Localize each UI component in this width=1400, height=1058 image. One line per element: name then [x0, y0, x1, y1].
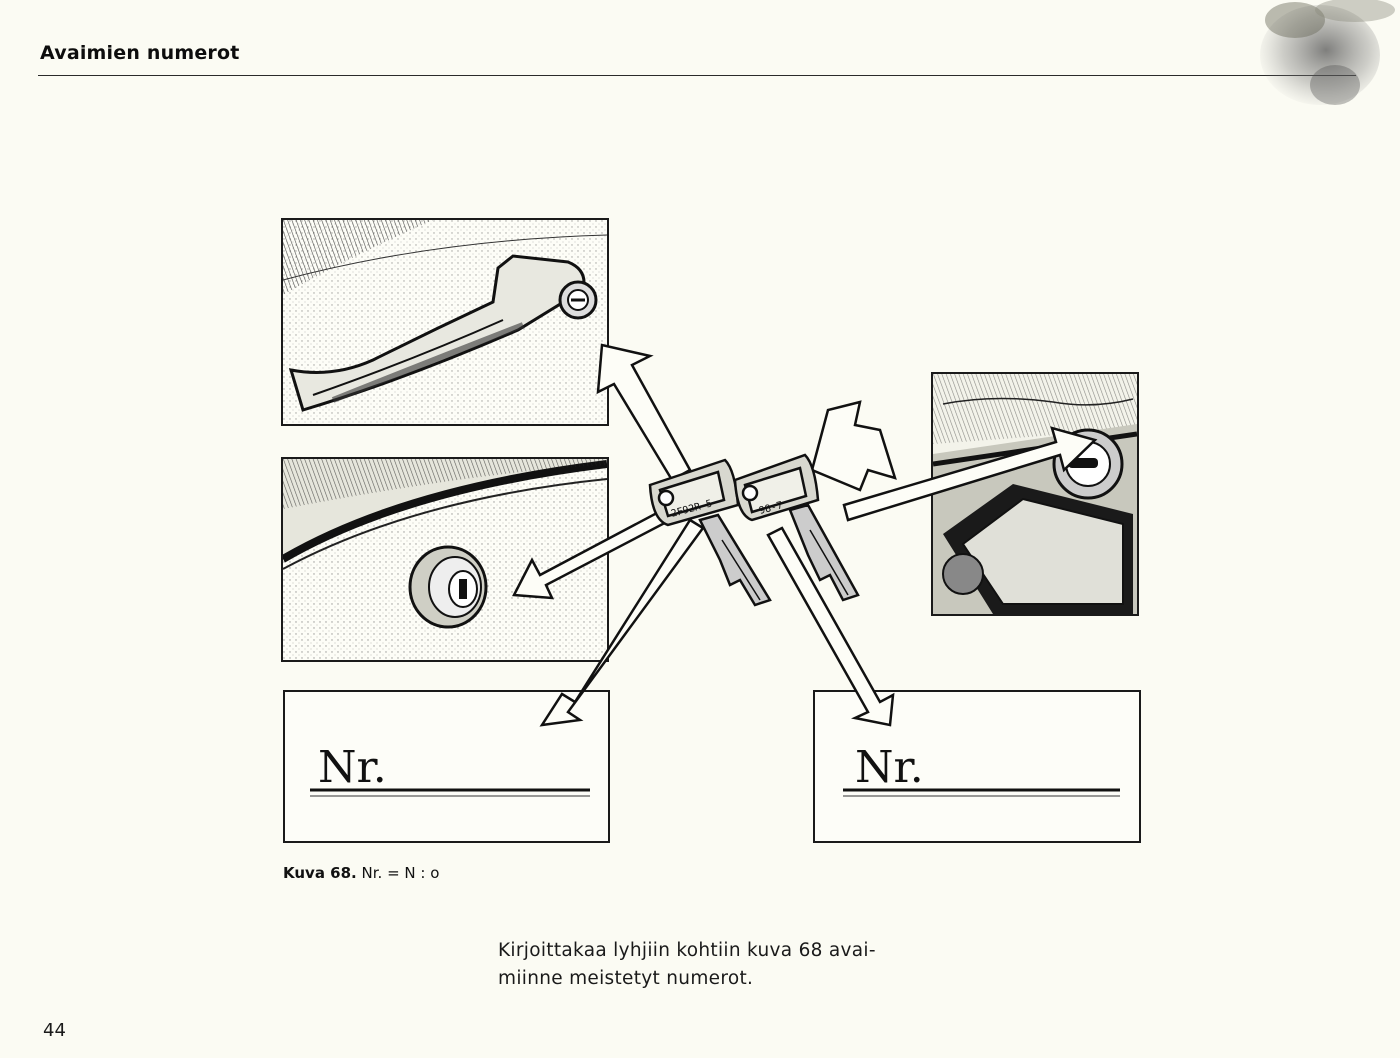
arrow-to-left-nr-box — [539, 518, 705, 727]
page-number: 44 — [43, 1020, 66, 1041]
instruction-text: Kirjoittakaa lyhjiin kohtiin kuva 68 ava… — [498, 937, 928, 993]
header-rule — [38, 75, 1356, 76]
arrow-to-round-lock — [512, 503, 682, 600]
nr-label-right: Nr. — [855, 742, 924, 793]
indicator-block-arrow — [810, 400, 897, 492]
key-left — [648, 458, 772, 607]
arrow-to-right-nr-box — [766, 526, 895, 727]
door-handle-illustration — [281, 218, 609, 426]
figure-number: Kuva 68. — [283, 864, 357, 882]
arrow-to-door-handle — [596, 343, 692, 482]
nr-label-left: Nr. — [318, 742, 387, 793]
instruction-line-2: miinne meistetyt numerot. — [498, 968, 754, 989]
paper-stain — [1260, 0, 1395, 105]
round-lock-illustration — [281, 457, 609, 662]
figure-abbreviation-note: Nr. = N : o — [361, 864, 440, 882]
page-title: Avaimien numerot — [40, 42, 240, 64]
arrow-to-ignition — [842, 426, 1098, 522]
instruction-line-1: Kirjoittakaa lyhjiin kohtiin kuva 68 ava… — [498, 940, 876, 961]
key-right — [733, 453, 860, 602]
figure-caption: Kuva 68. Nr. = N : o — [283, 864, 439, 882]
